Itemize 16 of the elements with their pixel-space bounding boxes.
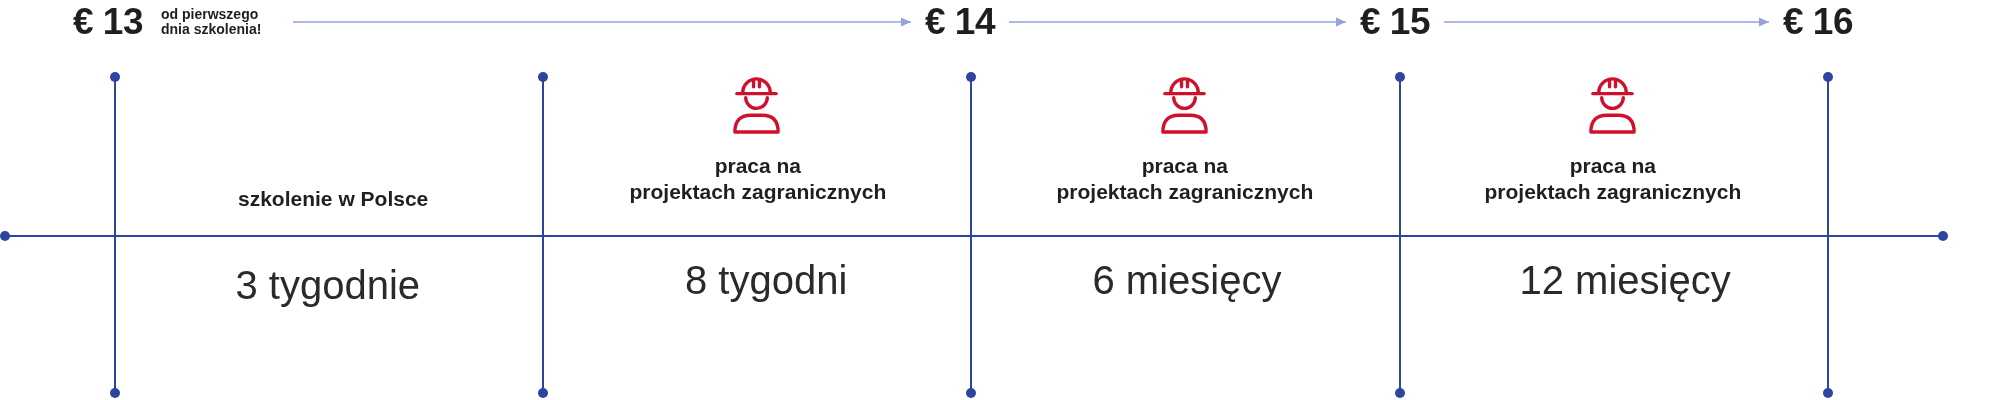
note-text: od pierwszego dnia szkolenia!: [161, 7, 263, 37]
phase-heading: praca na projektach zagranicznych: [629, 153, 887, 205]
duration-label: 3 tygodnie: [235, 262, 421, 309]
duration-label: 8 tygodni: [685, 257, 848, 304]
price-label: € 16: [1783, 0, 1853, 44]
price-label: € 13: [73, 0, 143, 44]
duration-label: 6 miesięcy: [1092, 257, 1282, 304]
arrow: [1443, 17, 1770, 27]
arrow: [292, 17, 912, 27]
price-label: € 15: [1360, 0, 1430, 44]
arrow: [1008, 17, 1347, 27]
phase-heading: praca na projektach zagranicznych: [1056, 153, 1314, 205]
phase-heading: szkolenie w Polsce: [238, 186, 429, 212]
price-label: € 14: [925, 0, 995, 44]
phase-heading: praca na projektach zagranicznych: [1484, 153, 1742, 205]
duration-label: 12 miesięcy: [1519, 257, 1731, 304]
